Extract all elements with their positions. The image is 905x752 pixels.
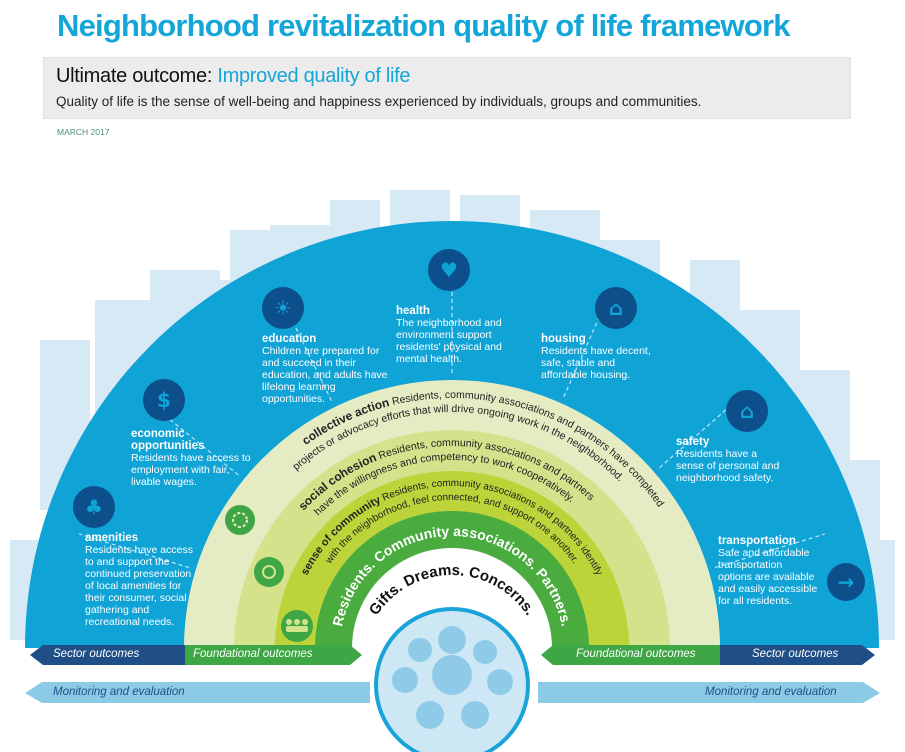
outcome-label: Ultimate outcome:: [56, 65, 213, 87]
sector-outcomes-label-right: Sector outcomes: [752, 648, 839, 660]
foundation-icons: [225, 505, 313, 642]
cycle-arrow-icon: [225, 505, 255, 535]
lightbulb-icon: ☀: [262, 287, 304, 329]
svg-text:⌂: ⌂: [609, 296, 623, 320]
sector-outcomes-bar-left: [30, 645, 185, 665]
svg-text:$: $: [157, 388, 171, 412]
sector-outcomes-label-left: Sector outcomes: [53, 648, 140, 660]
dashed-arrow: [563, 291, 612, 398]
sector-outcomes-bar-right: [720, 645, 875, 665]
hands-house-icon: ⌂: [726, 390, 768, 432]
foundational-outcomes-label-left: Foundational outcomes: [193, 648, 313, 660]
dashed-arrow: [659, 391, 747, 469]
foundational-outcomes-bar-left: [185, 645, 362, 665]
ultimate-outcome-box: Ultimate outcome: Improved quality of li…: [43, 57, 851, 119]
dashed-arrows: [78, 258, 826, 569]
monitoring-bar-right: [538, 682, 880, 703]
people-icon-cluster: [392, 626, 513, 729]
inner-white-ring: [352, 548, 552, 648]
svg-text:♥: ♥: [440, 258, 458, 282]
foundational-outcomes-bar-right: [541, 645, 720, 665]
outcome-value: Improved quality of life: [217, 65, 411, 87]
network-icon: [254, 557, 284, 587]
svg-text:⌂: ⌂: [740, 399, 754, 423]
monitoring-bar-left: [25, 682, 370, 703]
outcome-heading: Ultimate outcome: Improved quality of li…: [56, 65, 411, 88]
outcome-description: Quality of life is the sense of well-bei…: [56, 94, 702, 109]
monitoring-label-left: Monitoring and evaluation: [53, 686, 185, 698]
monitoring-label-right: Monitoring and evaluation: [705, 686, 837, 698]
outcome-bars: [25, 645, 880, 703]
svg-text:→: →: [838, 570, 855, 594]
signpost-icon: →: [827, 563, 865, 601]
people-group-icon: [281, 610, 313, 642]
svg-text:☀: ☀: [274, 296, 292, 320]
date: MARCH 2017: [57, 127, 110, 137]
dashed-arrow: [148, 402, 239, 476]
dashed-arrow: [280, 297, 332, 402]
dollar-icon: $: [143, 379, 185, 421]
dashed-arrow: [714, 533, 826, 569]
svg-text:♣: ♣: [85, 495, 103, 519]
dashed-arrow: [78, 533, 190, 569]
house-icon: ⌂: [595, 287, 637, 329]
page-title: Neighborhood revitalization quality of l…: [57, 8, 791, 43]
heart-icon: ♥: [428, 249, 470, 291]
tree-icon: ♣: [73, 486, 115, 528]
foundational-outcomes-label-right: Foundational outcomes: [576, 648, 696, 660]
